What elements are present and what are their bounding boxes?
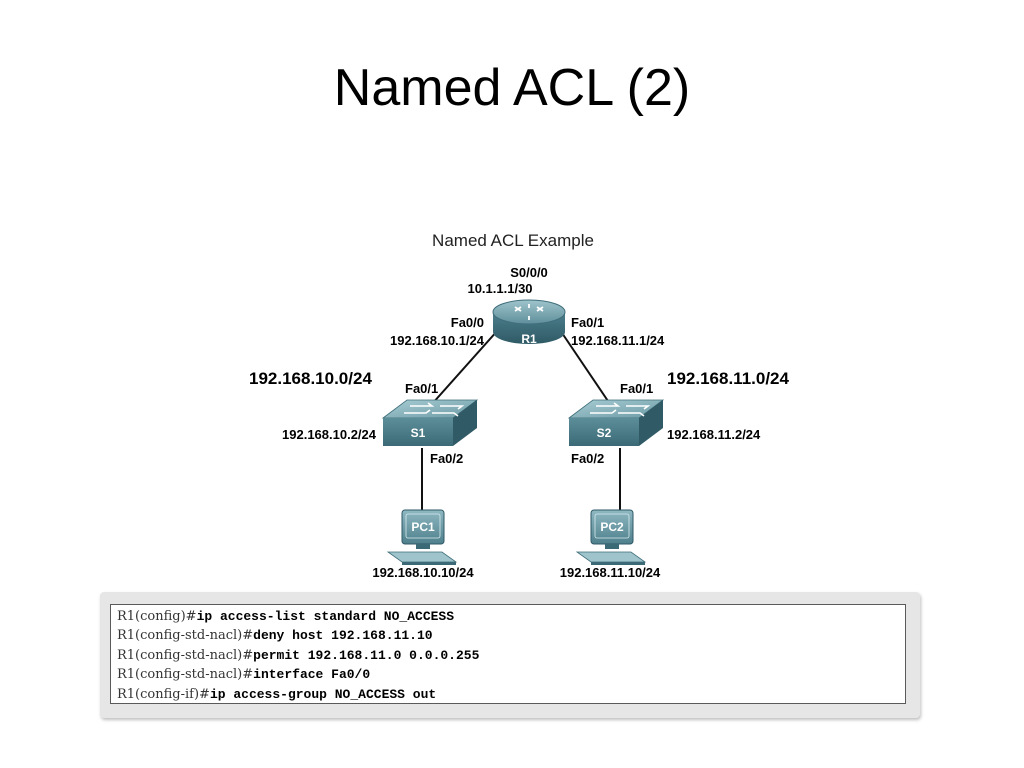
- network-left-label: 192.168.10.0/24: [249, 369, 372, 388]
- diagram-title: Named ACL Example: [432, 231, 594, 250]
- cli-command: deny host 192.168.11.10: [253, 628, 433, 644]
- cli-command: permit 192.168.11.0 0.0.0.255: [253, 647, 480, 663]
- r1-fa00-ip-label: 192.168.10.1/24: [390, 333, 485, 348]
- cli-command: ip access-list standard NO_ACCESS: [196, 609, 455, 624]
- cli-prompt: R1(config-if)#: [117, 686, 210, 702]
- pc1-icon: PC1: [386, 509, 458, 565]
- slide-title: Named ACL (2): [333, 59, 691, 117]
- switch-s2-label: S2: [597, 426, 612, 440]
- router-r1-icon: R1: [492, 299, 566, 346]
- cli-prompt: R1(config)#: [117, 609, 197, 624]
- link-r1-s1: [431, 329, 499, 405]
- s1-up-iface-label: Fa0/1: [405, 381, 438, 396]
- r1-fa01-iface-label: Fa0/1: [571, 315, 604, 330]
- router-r1-label: R1: [521, 332, 537, 346]
- cli-panel: R1(config)#ip access-list standard NO_AC…: [100, 592, 920, 718]
- s2-down-iface-label: Fa0/2: [571, 451, 604, 466]
- cli-prompt: R1(config-std-nacl)#: [117, 667, 254, 683]
- s2-ip-label: 192.168.11.2/24: [667, 427, 761, 442]
- r1-fa01-ip-label: 192.168.11.1/24: [571, 333, 665, 348]
- r1-fa00-iface-label: Fa0/0: [451, 315, 484, 330]
- cli-output: R1(config)#ip access-list standard NO_AC…: [110, 604, 906, 704]
- s1-ip-label: 192.168.10.2/24: [282, 427, 377, 442]
- pc1-ip-label: 192.168.10.10/24: [372, 565, 474, 580]
- switch-s1-label: S1: [411, 426, 426, 440]
- pc2-ip-label: 192.168.11.10/24: [560, 565, 661, 580]
- s2-up-iface-label: Fa0/1: [620, 381, 653, 396]
- cli-prompt: R1(config-std-nacl)#: [117, 628, 254, 644]
- cli-line: R1(config-std-nacl)#permit 192.168.11.0 …: [117, 646, 905, 665]
- s1-down-iface-label: Fa0/2: [430, 451, 463, 466]
- r1-s000-iface-label: S0/0/0: [510, 265, 548, 280]
- network-right-label: 192.168.11.0/24: [667, 369, 790, 388]
- link-r1-s2: [559, 329, 611, 405]
- cli-line: R1(config-std-nacl)#interface Fa0/0: [117, 665, 905, 684]
- cli-command: ip access-group NO_ACCESS out: [209, 686, 437, 702]
- pc2-label: PC2: [600, 520, 624, 534]
- cli-prompt: R1(config-std-nacl)#: [117, 647, 254, 663]
- cli-line: R1(config-if)#ip access-group NO_ACCESS …: [117, 685, 905, 704]
- pc2-icon: PC2: [575, 509, 647, 565]
- pc1-label: PC1: [411, 520, 435, 534]
- cli-command: interface Fa0/0: [253, 667, 371, 683]
- switch-s2-icon: S2: [567, 399, 665, 446]
- cli-line: R1(config)#ip access-list standard NO_AC…: [117, 607, 905, 626]
- cli-line: R1(config-std-nacl)#deny host 192.168.11…: [117, 626, 905, 645]
- r1-s000-ip-label: 10.1.1.1/30: [467, 281, 532, 296]
- switch-s1-icon: S1: [381, 399, 479, 446]
